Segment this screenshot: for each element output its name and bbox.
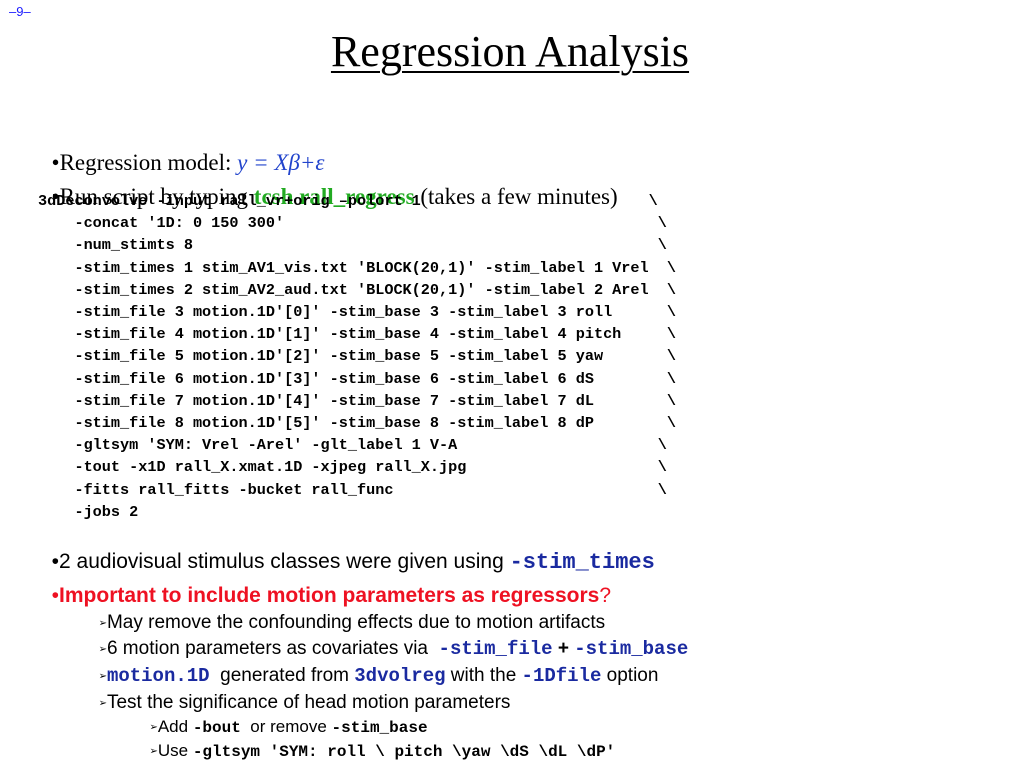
plus-sign: + (552, 638, 575, 659)
arrow-bullet-icon: ➢ (98, 698, 107, 709)
with-the-text: with the (445, 665, 522, 686)
arrow-bullet-icon: ➢ (98, 618, 107, 629)
page-number: –9– (9, 4, 31, 19)
gltsym-code: -gltsym 'SYM: roll \ pitch \yaw \dS \dL … (192, 743, 616, 761)
covariates-text: 6 motion parameters as covariates via (106, 638, 439, 659)
volreg-code: 3dvolreg (354, 665, 446, 687)
code-line: 3dDeconvolve -input rall_vr+orig –polort… (38, 192, 658, 210)
sub-bullet-test-significance: ➢Test the significance of head motion pa… (88, 670, 511, 714)
motion-important-text: Important to include motion parameters a… (59, 584, 600, 607)
stim-base-code: -stim_base (574, 638, 689, 660)
regression-equation: y = Xβ+ε (237, 150, 325, 175)
bullet-dot: • (51, 584, 60, 607)
stim-file-code: -stim_file (438, 638, 553, 660)
arrow-bullet-icon: ➢ (98, 671, 107, 682)
code-line: -stim_file 5 motion.1D'[2]' -stim_base 5… (38, 347, 676, 366)
sub-sub-bullet-use-gltsym: ➢Use -gltsym 'SYM: roll \ pitch \yaw \dS… (140, 721, 615, 761)
option-text: option (601, 665, 659, 686)
code-line: -tout -x1D rall_X.xmat.1D -xjpeg rall_X.… (38, 458, 667, 477)
sub-sub-bullet-add-bout: ➢Add -bout or remove -stim_base (140, 697, 428, 737)
bullet-dot: • (51, 184, 60, 209)
code-line: -stim_file 4 motion.1D'[1]' -stim_base 4… (38, 325, 676, 344)
code-line: -stim_file 3 motion.1D'[0]' -stim_base 3… (38, 303, 676, 322)
bullet-dot: • (51, 150, 60, 175)
stimulus-classes-text: 2 audiovisual stimulus classes were give… (59, 550, 510, 573)
generated-from-text: generated from (209, 665, 355, 686)
bullet-motion-important: •Important to include motion parameters … (40, 560, 611, 608)
sub-bullet-confounding: ➢May remove the confounding effects due … (88, 590, 606, 634)
code-line: -gltsym 'SYM: Vrel -Arel' -glt_label 1 V… (38, 436, 667, 455)
motion-important-suffix: ? (599, 584, 612, 607)
code-line: -stim_file 8 motion.1D'[5]' -stim_base 8… (38, 414, 676, 433)
stim-times-code: -stim_times (509, 550, 655, 575)
bullet-stimulus-classes: •2 audiovisual stimulus classes were giv… (40, 526, 655, 575)
slide-title: Regression Analysis (330, 27, 690, 76)
regression-model-label: Regression model: (59, 150, 238, 175)
arrow-bullet-icon: ➢ (149, 746, 158, 757)
run-script-suffix: (takes a few minutes) (414, 184, 618, 209)
motion-file-code: motion.1D (106, 665, 210, 687)
code-line: -stim_times 1 stim_AV1_vis.txt 'BLOCK(20… (38, 258, 676, 277)
code-line: -fitts rall_fitts -bucket rall_func \ (38, 480, 667, 499)
code-line: -jobs 2 (38, 502, 139, 521)
run-script-prefix: Run script by typing (59, 184, 254, 209)
test-significance-text: Test the significance of head motion par… (106, 692, 511, 713)
arrow-bullet-icon: ➢ (149, 722, 158, 733)
code-line: -stim_times 2 stim_AV2_aud.txt 'BLOCK(20… (38, 280, 676, 299)
use-prefix: Use (157, 741, 193, 760)
bullet-dot: • (51, 550, 60, 573)
script-command: tcsh rall_regress (253, 184, 415, 209)
arrow-bullet-icon: ➢ (98, 644, 107, 655)
confounding-text: May remove the confounding effects due t… (106, 612, 606, 633)
code-line: -concat '1D: 0 150 300' \ (38, 214, 667, 233)
bullet-regression-model: •Regression model: y = Xβ+ε (40, 124, 325, 176)
sub-bullet-motion-file: ➢motion.1D generated from 3dvolreg with … (88, 643, 659, 687)
code-line: -stim_file 6 motion.1D'[3]' -stim_base 6… (38, 369, 676, 388)
1dfile-code: -1Dfile (521, 665, 602, 687)
add-prefix: Add (157, 717, 193, 736)
stim-base-code-2: -stim_base (331, 719, 428, 737)
code-block: 3dDeconvolve -input rall_vr+orig –polort… (38, 190, 676, 523)
bullet-run-script: •Run script by typing tcsh rall_regress … (40, 158, 618, 210)
code-line: -num_stimts 8 \ (38, 236, 667, 255)
code-line: -stim_file 7 motion.1D'[4]' -stim_base 7… (38, 391, 676, 410)
or-remove-text: or remove (240, 717, 332, 736)
bout-code: -bout (192, 719, 241, 737)
sub-bullet-covariates: ➢6 motion parameters as covariates via -… (88, 616, 689, 660)
